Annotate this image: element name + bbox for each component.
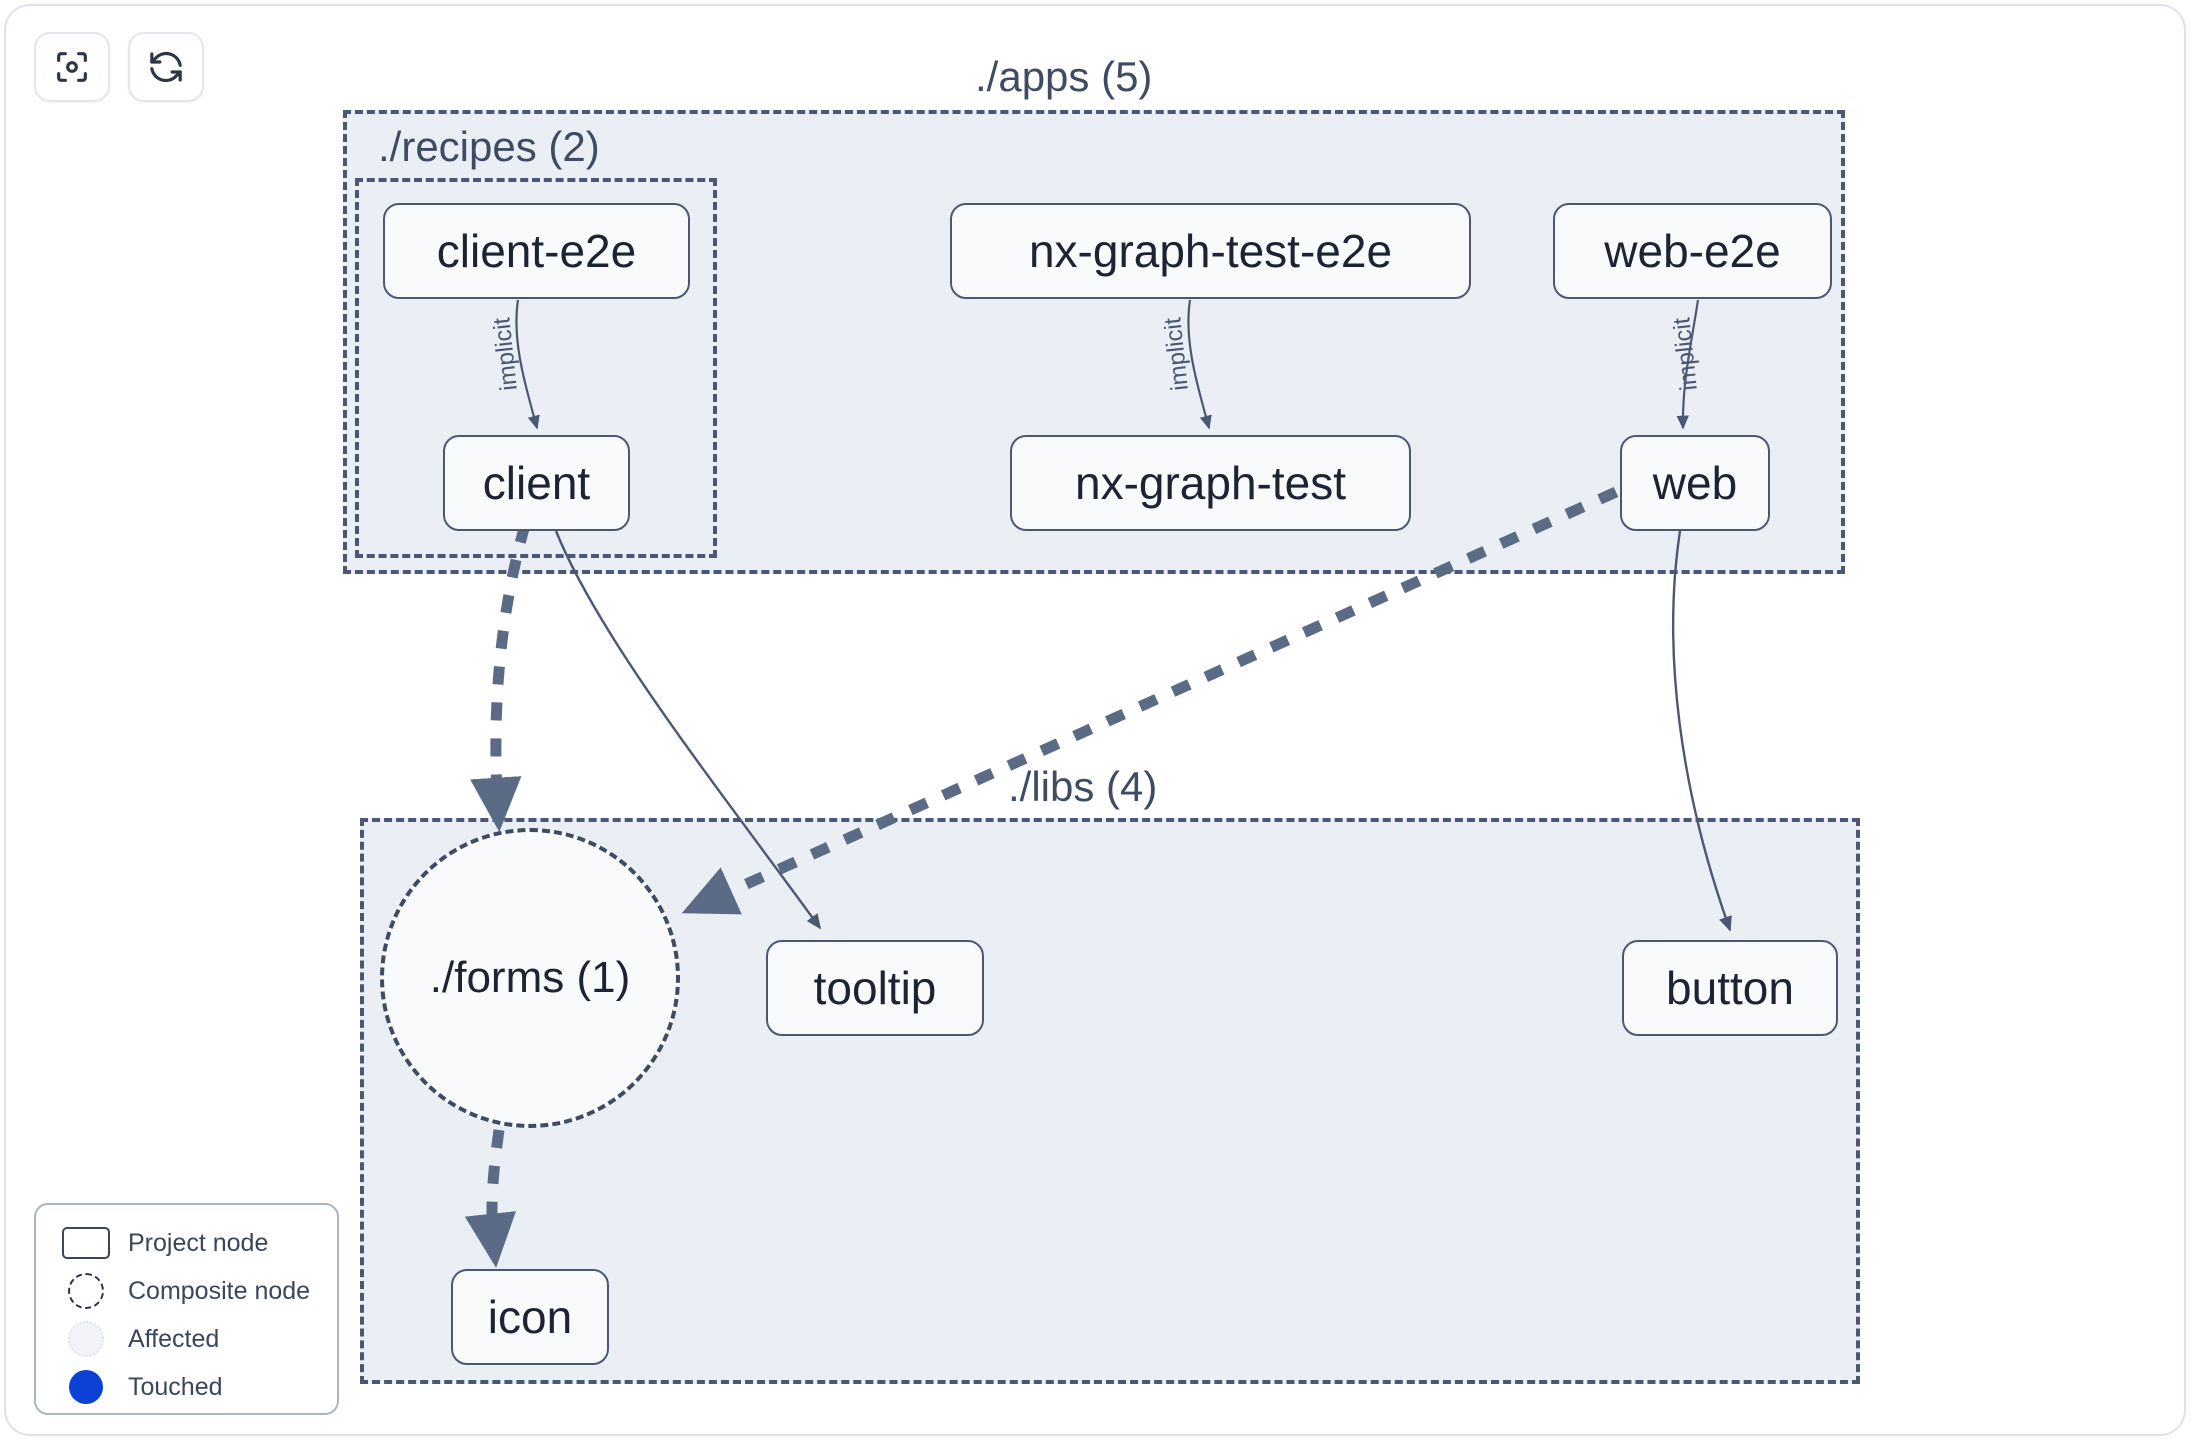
- legend-label-affected: Affected: [128, 1324, 220, 1353]
- legend-item-project-node: Project node: [36, 1219, 337, 1267]
- graph-legend: Project node Composite node Affected Tou…: [34, 1203, 339, 1415]
- project-node-nx-graph-test-e2e[interactable]: nx-graph-test-e2e: [950, 203, 1471, 299]
- group-label-recipes: ./recipes (2): [378, 123, 600, 170]
- legend-item-affected: Affected: [36, 1315, 337, 1363]
- affected-swatch: [58, 1321, 114, 1357]
- project-node-nx-graph-test[interactable]: nx-graph-test: [1010, 435, 1411, 531]
- group-label-libs: ./libs (4): [1008, 763, 1158, 810]
- touched-swatch: [58, 1370, 114, 1404]
- legend-label-project-node: Project node: [128, 1228, 269, 1257]
- composite-node-forms[interactable]: ./forms (1): [380, 828, 680, 1128]
- project-node-button[interactable]: button: [1622, 940, 1838, 1036]
- focus-graph-button[interactable]: [34, 32, 110, 102]
- composite-node-swatch: [58, 1273, 114, 1309]
- focus-target-icon: [52, 47, 92, 87]
- legend-item-composite-node: Composite node: [36, 1267, 337, 1315]
- refresh-graph-button[interactable]: [128, 32, 204, 102]
- refresh-icon: [146, 47, 186, 87]
- project-node-client[interactable]: client: [443, 435, 630, 531]
- legend-label-composite-node: Composite node: [128, 1276, 311, 1305]
- project-node-tooltip[interactable]: tooltip: [766, 940, 984, 1036]
- project-node-web[interactable]: web: [1620, 435, 1770, 531]
- project-node-web-e2e[interactable]: web-e2e: [1553, 203, 1832, 299]
- project-node-icon[interactable]: icon: [451, 1269, 609, 1365]
- group-label-apps: ./apps (5): [975, 53, 1153, 100]
- legend-item-touched: Touched: [36, 1363, 337, 1411]
- project-node-client-e2e[interactable]: client-e2e: [383, 203, 690, 299]
- legend-label-touched: Touched: [128, 1372, 223, 1401]
- project-node-swatch: [58, 1227, 114, 1259]
